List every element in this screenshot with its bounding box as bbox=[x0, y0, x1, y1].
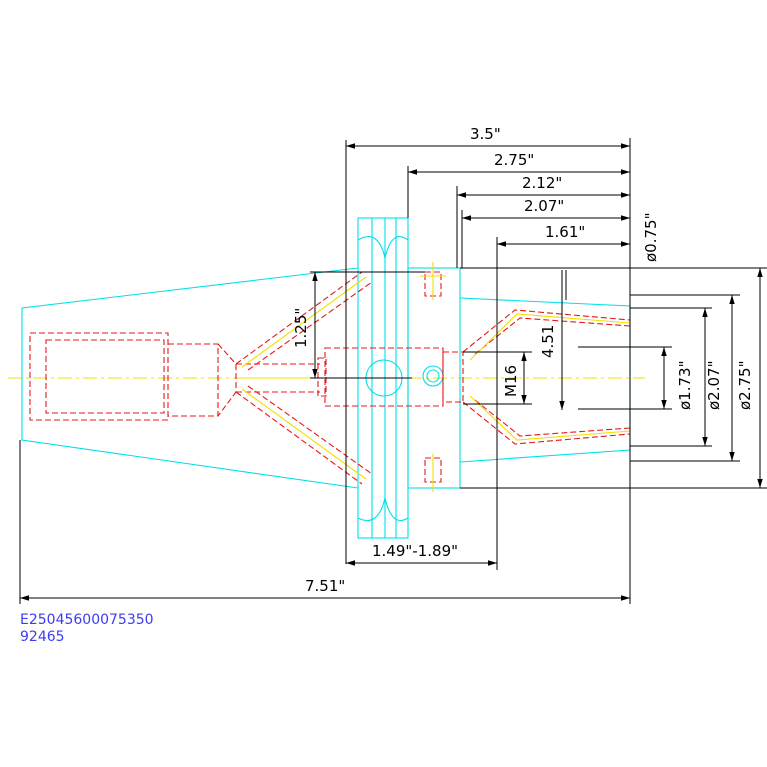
dim-dia-2-75: ø2.75" bbox=[736, 361, 754, 410]
coolant-path bbox=[241, 262, 631, 492]
part-number: 92465 bbox=[20, 629, 65, 645]
dim-dia-1-73: ø1.73" bbox=[676, 361, 694, 410]
dim-2-75-length: 2.75" bbox=[494, 151, 534, 169]
dimension-lines bbox=[20, 143, 763, 601]
dim-1-61: 1.61" bbox=[545, 223, 585, 241]
dim-m16: M16 bbox=[502, 365, 520, 397]
dim-dia-0-75: ø0.75" bbox=[642, 213, 660, 262]
extension-lines bbox=[19, 138, 767, 604]
dimension-labels: 3.5" 2.75" 2.12" 2.07" 1.61" 7.51" 1.49"… bbox=[292, 125, 754, 595]
dim-1-25: 1.25" bbox=[292, 308, 310, 348]
dim-4-51: 4.51 bbox=[539, 325, 557, 358]
hidden-lines bbox=[29, 271, 631, 485]
dim-2-12: 2.12" bbox=[522, 174, 562, 192]
dim-3-5: 3.5" bbox=[470, 125, 501, 143]
part-code: E25045600075350 bbox=[20, 612, 154, 628]
dim-7-51: 7.51" bbox=[305, 577, 345, 595]
dim-dia-2-07: ø2.07" bbox=[705, 361, 723, 410]
dim-stop-range: 1.49"-1.89" bbox=[372, 542, 458, 560]
dim-2-07-length: 2.07" bbox=[524, 197, 564, 215]
